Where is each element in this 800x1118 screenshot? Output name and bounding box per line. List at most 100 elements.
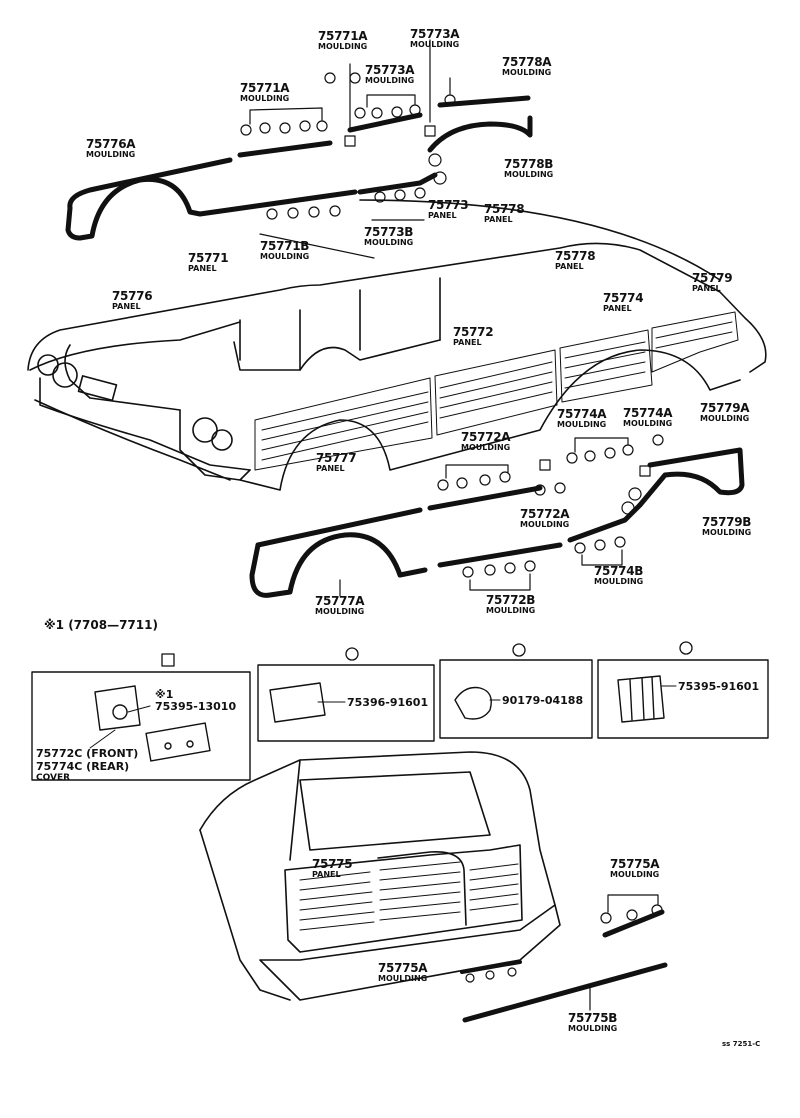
part-number: 75773B: [364, 225, 414, 239]
clip-box-symbols: [161, 641, 693, 667]
box1-part-number: 75395-13010: [155, 700, 237, 713]
part-number: 75773A: [410, 27, 460, 41]
part-name: PANEL: [188, 264, 217, 273]
part-number: 75772B: [486, 593, 536, 607]
part-name: MOULDING: [410, 40, 460, 49]
sedan-rear-lamps: [34, 354, 233, 481]
sedan-body-outline: [27, 199, 767, 491]
part-number: 75773: [428, 198, 469, 212]
part-name: MOULDING: [594, 577, 644, 586]
box1-cover-rear: 75774C (REAR): [36, 760, 130, 773]
part-number: 75779A: [700, 401, 750, 415]
part-number: 75775A: [378, 961, 428, 975]
part-name: MOULDING: [557, 420, 607, 429]
part-number: 75775B: [568, 1011, 618, 1025]
part-name: PANEL: [603, 304, 632, 313]
part-number: 75779: [692, 271, 733, 285]
part-name: MOULDING: [86, 150, 136, 159]
part-name: MOULDING: [315, 607, 365, 616]
upper-moulding-outline: [65, 95, 533, 241]
part-name: MOULDING: [318, 42, 368, 51]
footer-code: ss 7251-C: [722, 1040, 761, 1048]
lower-moulding-clip-marks: [339, 434, 664, 597]
part-number: 75771B: [260, 239, 310, 253]
box1-cover-front: 75772C (FRONT): [36, 747, 139, 760]
part-name: PANEL: [112, 302, 141, 311]
part-name: MOULDING: [502, 68, 552, 77]
part-name: MOULDING: [365, 76, 415, 85]
part-name: PANEL: [453, 338, 482, 347]
clip-leader-lines: [89, 685, 677, 749]
box2-part-number: 75396-91601: [347, 696, 429, 709]
part-number: 75778: [484, 202, 525, 216]
wagon-woodgrain: [299, 861, 519, 931]
part-number: 75778A: [502, 55, 552, 69]
part-name: MOULDING: [461, 443, 511, 452]
part-name: MOULDING: [702, 528, 752, 537]
production-note: ※1 (7708—7711): [44, 618, 158, 632]
part-name: MOULDING: [623, 419, 673, 428]
part-name: MOULDING: [700, 414, 750, 423]
part-number: 75778B: [504, 157, 554, 171]
part-number: 75779B: [702, 515, 752, 529]
box1-mark: ※1: [155, 688, 174, 701]
part-name: PANEL: [484, 215, 513, 224]
part-number: 75772: [453, 325, 494, 339]
box4-part-number: 75395-91601: [678, 680, 760, 693]
part-number: 75774A: [623, 406, 673, 420]
part-number: 75778: [555, 249, 596, 263]
part-number: 75773A: [365, 63, 415, 77]
part-name: MOULDING: [486, 606, 536, 615]
box1-cover-label: COVER: [36, 773, 71, 783]
part-name: PANEL: [312, 870, 341, 879]
part-number: 75774: [603, 291, 644, 305]
part-number: 75771A: [318, 29, 368, 43]
part-number: 75772A: [520, 507, 570, 521]
lower-moulding-outline: [249, 447, 745, 598]
part-number: 75771A: [240, 81, 290, 95]
wagon-body-outline: [199, 751, 561, 1001]
part-name: MOULDING: [504, 170, 554, 179]
part-number: 75774A: [557, 407, 607, 421]
part-number: 75776: [112, 289, 153, 303]
part-name: MOULDING: [364, 238, 414, 247]
part-number: 75776A: [86, 137, 136, 151]
part-number: 75777A: [315, 594, 365, 608]
part-name: PANEL: [316, 464, 345, 473]
part-name: PANEL: [428, 211, 457, 220]
part-name: MOULDING: [378, 974, 428, 983]
part-name: MOULDING: [520, 520, 570, 529]
part-name: PANEL: [692, 284, 721, 293]
part-name: MOULDING: [260, 252, 310, 261]
part-number: 75777: [316, 451, 357, 465]
part-name: MOULDING: [240, 94, 290, 103]
